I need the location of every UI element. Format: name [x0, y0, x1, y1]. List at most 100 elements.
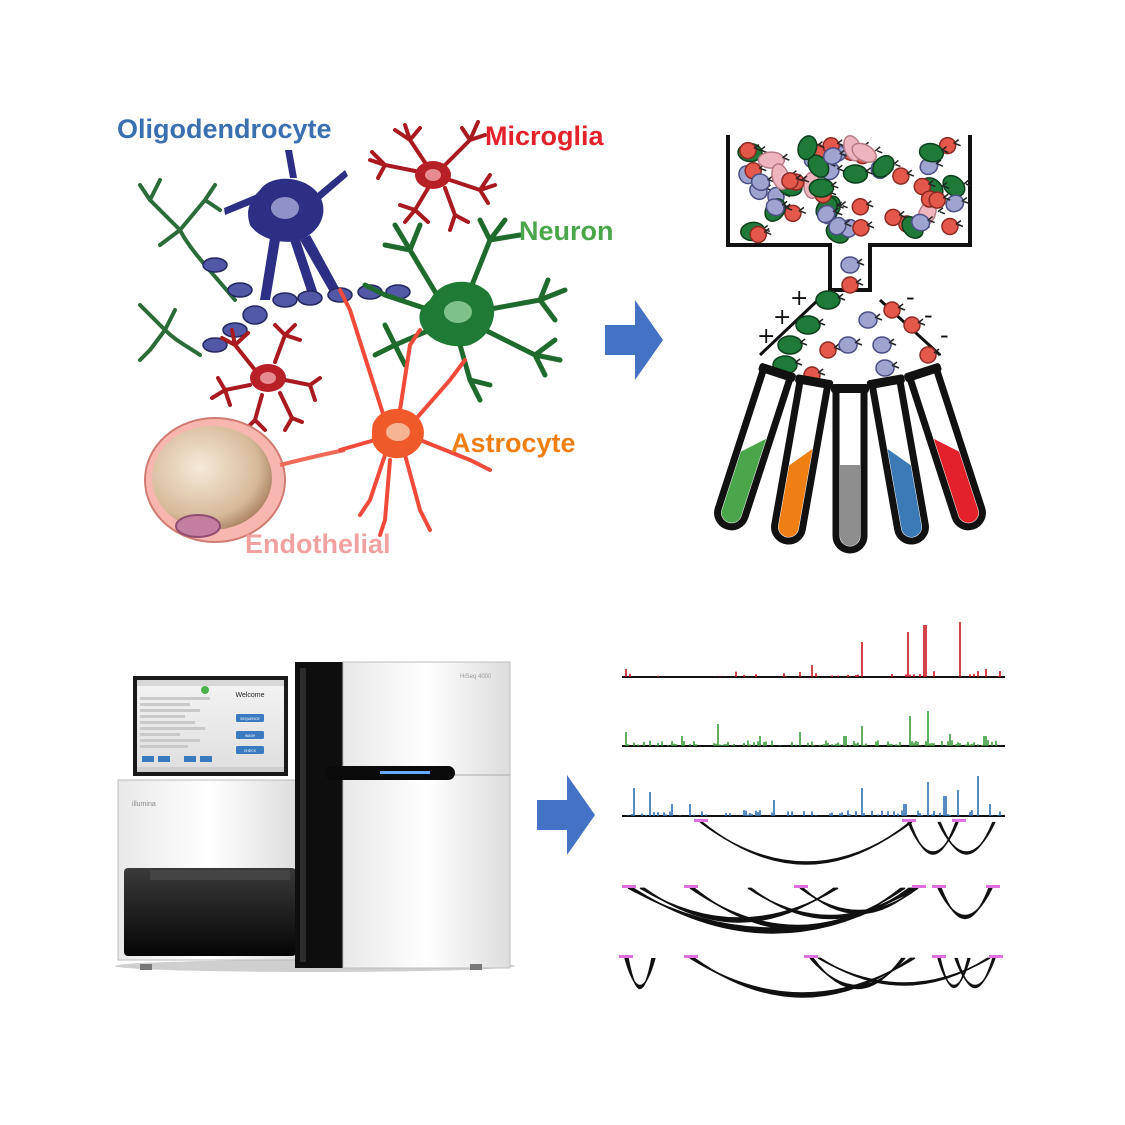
red-cell — [851, 198, 870, 216]
antibody-mark — [836, 201, 844, 209]
myelin-segments — [202, 257, 411, 353]
antibody-mark — [940, 146, 949, 154]
red-cell — [892, 167, 910, 185]
antibody-mark — [935, 159, 944, 167]
antibody-mark — [781, 200, 790, 208]
screen-title: Welcome — [235, 692, 264, 699]
antibody-mark — [798, 206, 807, 215]
red-cell — [883, 301, 901, 319]
hopper-cells — [737, 134, 972, 244]
antibody-mark — [874, 146, 883, 154]
antibody-mark — [927, 215, 935, 224]
collection-tube — [771, 374, 834, 545]
minus-sign: - — [940, 321, 949, 349]
antibody-mark — [781, 153, 790, 161]
blue-cell — [828, 216, 847, 236]
screen-button-wash[interactable] — [236, 731, 264, 739]
oligodendrocyte-nucleus — [271, 197, 299, 219]
blue-cell — [765, 198, 785, 217]
collection-tube — [866, 374, 929, 545]
blue-cell — [838, 336, 858, 354]
sequencer-flowcell-door — [124, 868, 296, 956]
antibody-mark — [927, 179, 936, 188]
antibody-mark — [961, 196, 970, 205]
label-microglia: Microglia — [485, 121, 605, 151]
red-cell — [919, 346, 937, 364]
antibody-mark — [906, 169, 915, 177]
screen-button-sequence[interactable] — [236, 714, 264, 722]
red-cell — [941, 217, 959, 236]
signal-track-green — [622, 711, 1005, 747]
screen-button-sequence-label: SEQUENCE — [240, 717, 260, 721]
red-cell — [852, 219, 870, 237]
antibody-mark — [753, 143, 762, 152]
blue-cell — [840, 256, 860, 274]
brain-cells-panel: Oligodendrocyte Microglia Neuron Astrocy… — [117, 114, 614, 559]
red-cell — [781, 172, 799, 190]
cell-sorter-panel: + + + - - - — [714, 134, 986, 554]
red-cell — [884, 208, 902, 227]
green-cell — [842, 164, 869, 184]
antibody-mark — [941, 181, 950, 190]
antibody-mark — [816, 141, 825, 149]
red-cell — [841, 276, 859, 294]
sequencer-right-module — [342, 661, 511, 969]
blue-cell — [875, 359, 895, 377]
red-cell — [749, 225, 767, 244]
label-astrocyte: Astrocyte — [451, 428, 576, 458]
blue-cell — [750, 173, 771, 191]
interaction-arcs — [619, 819, 1003, 998]
microglia-cell-top — [368, 120, 497, 232]
label-neuron: Neuron — [519, 216, 614, 246]
pink-cell — [851, 142, 877, 163]
flow-arrow-right-1 — [605, 300, 663, 380]
green-cell — [942, 174, 966, 198]
antibody-mark — [830, 181, 839, 189]
minus-sign: - — [924, 301, 933, 329]
stream-cells — [772, 256, 942, 384]
collection-tube — [714, 363, 796, 531]
blue-cell — [911, 213, 931, 232]
red-cell — [819, 341, 837, 359]
antibody-mark — [953, 139, 961, 147]
oligodendrocyte-cell — [224, 150, 348, 300]
red-cell — [903, 316, 921, 334]
antibody-mark — [839, 149, 847, 157]
endothelial-cell — [144, 417, 346, 543]
antibody-mark — [892, 159, 901, 168]
antibody-mark — [866, 221, 875, 229]
collection-tube — [831, 384, 869, 554]
green-cell — [795, 315, 821, 335]
antibody-mark — [795, 174, 804, 182]
antibody-mark — [865, 200, 874, 208]
signal-track-blue — [622, 776, 1005, 817]
antibody-mark — [832, 207, 841, 215]
antibody-mark — [963, 179, 972, 187]
label-oligodendrocyte: Oligodendrocyte — [117, 114, 332, 144]
green-cell — [797, 135, 818, 161]
collection-tubes — [714, 363, 986, 554]
green-cell — [808, 178, 835, 198]
label-endothelial: Endothelial — [245, 529, 391, 559]
genome-tracks-panel — [619, 622, 1005, 998]
flow-arrow-right-2 — [537, 775, 595, 855]
antibody-mark — [843, 219, 852, 227]
signal-track-red — [622, 622, 1005, 678]
green-cell — [918, 142, 945, 163]
green-cell — [777, 335, 803, 355]
plus-sign: + — [790, 286, 808, 311]
plus-sign: + — [773, 305, 791, 330]
antibody-mark — [801, 175, 810, 183]
sequencer-panel: illumina Welcome SEQUENCE WASH — [115, 661, 515, 972]
screen-button-check-label: CHECK — [244, 749, 257, 753]
antibody-mark — [864, 167, 873, 175]
antibody-mark — [955, 219, 964, 228]
blue-cell — [858, 311, 878, 329]
plus-sign: + — [757, 324, 775, 349]
neuron-cell — [362, 217, 568, 403]
antibody-mark — [763, 227, 772, 236]
collection-tube — [904, 363, 986, 531]
screen-button-check[interactable] — [236, 746, 264, 754]
brand-label: illumina — [132, 801, 156, 808]
